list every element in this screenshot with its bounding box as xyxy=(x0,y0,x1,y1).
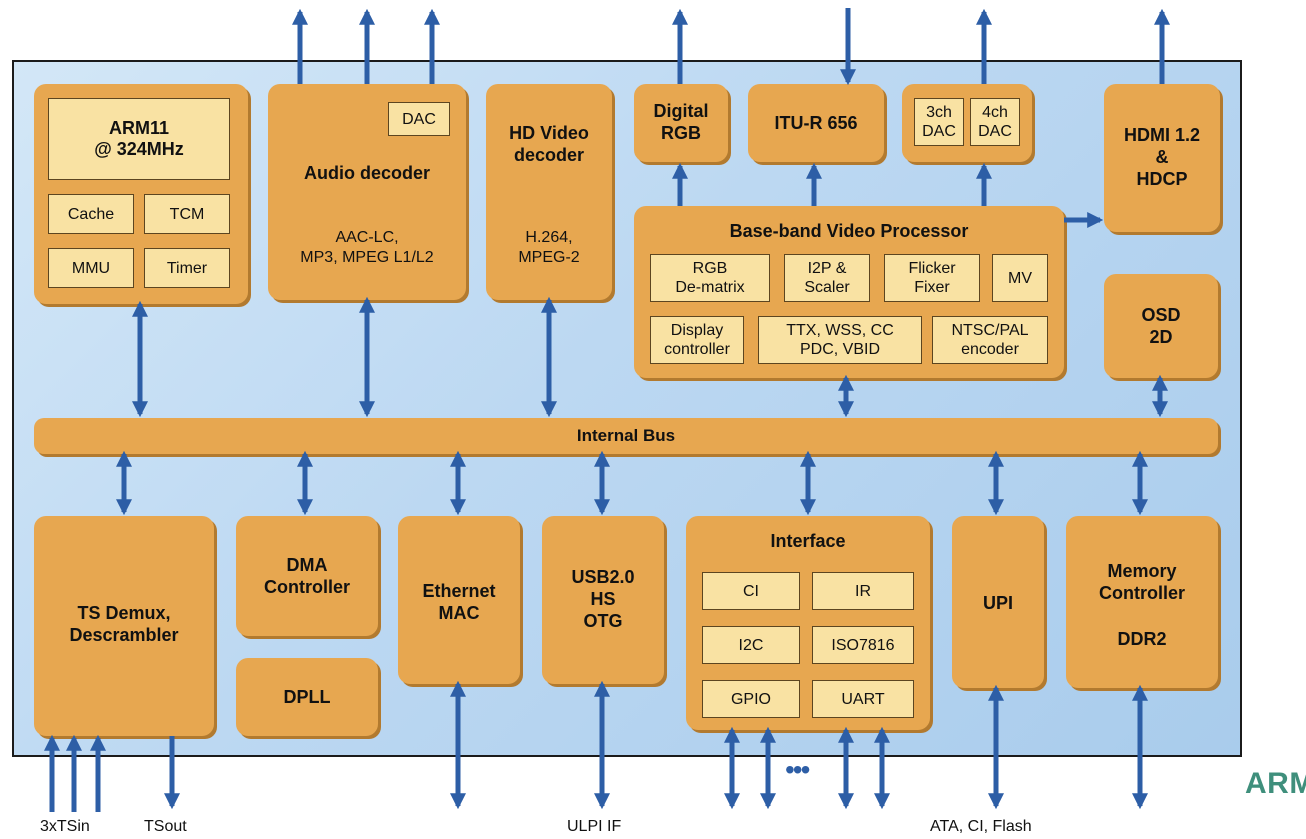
audio-codecs: AAC-LC, MP3, MPEG L1/L2 xyxy=(300,229,434,266)
usb-block: USB2.0 HS OTG xyxy=(542,516,664,684)
usb-label: USB2.0 HS OTG xyxy=(571,567,635,631)
audio-title: Audio decoder xyxy=(303,163,430,183)
cache-cell: Cache xyxy=(48,194,134,234)
video-decoder-block: HD Video decoder H.264, MPEG-2 xyxy=(486,84,612,300)
interface-title: Interface xyxy=(770,531,846,551)
dac-block: 3ch DAC 4ch DAC xyxy=(902,84,1032,162)
ata-label: ATA, CI, Flash xyxy=(930,818,1032,835)
dpll-block: DPLL xyxy=(236,658,378,736)
bvp-mv: MV xyxy=(992,254,1048,302)
hdmi-block: HDMI 1.2 & HDCP xyxy=(1104,84,1220,232)
iface-iso7816: ISO7816 xyxy=(812,626,914,664)
ethernet-label: Ethernet MAC xyxy=(422,581,496,623)
memory-controller-block: Memory Controller DDR2 xyxy=(1066,516,1218,688)
bvp-block: Base-band Video Processor RGB De-matrix … xyxy=(634,206,1064,378)
interface-block: Interface CI IR I2C ISO7816 GPIO UART xyxy=(686,516,930,730)
arm-logo: ARM xyxy=(1245,767,1306,800)
itu-block: ITU-R 656 xyxy=(748,84,884,162)
bvp-title: Base-band Video Processor xyxy=(729,221,969,241)
dpll-label: DPLL xyxy=(283,687,331,707)
cpu-title: ARM11 @ 324MHz xyxy=(48,98,230,180)
upi-block: UPI xyxy=(952,516,1044,688)
ulpi-label: ULPI IF xyxy=(567,818,622,835)
ts-demux-block: TS Demux, Descrambler xyxy=(34,516,214,736)
audio-dac-cell: DAC xyxy=(388,102,450,136)
dma-label: DMA Controller xyxy=(263,555,350,597)
digital-rgb-label: Digital RGB xyxy=(653,101,709,143)
upi-label: UPI xyxy=(982,593,1013,613)
bvp-i2p-scaler: I2P & Scaler xyxy=(784,254,870,302)
bvp-rgb-dematrix: RGB De-matrix xyxy=(650,254,770,302)
dma-block: DMA Controller xyxy=(236,516,378,636)
video-codecs: H.264, MPEG-2 xyxy=(518,229,580,266)
dac-4ch-cell: 4ch DAC xyxy=(970,98,1020,146)
tsin-label: 3xTSin xyxy=(40,818,90,835)
iface-ir: IR xyxy=(812,572,914,610)
mmu-cell: MMU xyxy=(48,248,134,288)
cpu-block: ARM11 @ 324MHz Cache TCM MMU Timer xyxy=(34,84,248,304)
osd-label: OSD 2D xyxy=(1141,305,1181,347)
dots-label: ••• xyxy=(785,754,810,785)
digital-rgb-block: Digital RGB xyxy=(634,84,728,162)
iface-uart: UART xyxy=(812,680,914,718)
iface-ci: CI xyxy=(702,572,800,610)
audio-decoder-block: DAC Audio decoder AAC-LC, MP3, MPEG L1/L… xyxy=(268,84,466,300)
timer-cell: Timer xyxy=(144,248,230,288)
bvp-display-controller: Display controller xyxy=(650,316,744,364)
internal-bus-label: Internal Bus xyxy=(576,426,676,445)
itu-label: ITU-R 656 xyxy=(774,113,858,133)
ts-demux-label: TS Demux, Descrambler xyxy=(69,603,179,645)
bvp-ttx-wss-cc: TTX, WSS, CC PDC, VBID xyxy=(758,316,922,364)
iface-i2c: I2C xyxy=(702,626,800,664)
osd-block: OSD 2D xyxy=(1104,274,1218,378)
tsout-label: TSout xyxy=(144,818,187,835)
video-title: HD Video decoder xyxy=(509,123,589,165)
memory-ddr2-label: DDR2 xyxy=(1117,629,1167,649)
memory-controller-label: Memory Controller xyxy=(1098,561,1185,603)
ethernet-block: Ethernet MAC xyxy=(398,516,520,684)
iface-gpio: GPIO xyxy=(702,680,800,718)
internal-bus: Internal Bus xyxy=(34,418,1218,454)
hdmi-label: HDMI 1.2 & HDCP xyxy=(1123,125,1201,189)
bvp-flicker-fixer: Flicker Fixer xyxy=(884,254,980,302)
tcm-cell: TCM xyxy=(144,194,230,234)
dac-3ch-cell: 3ch DAC xyxy=(914,98,964,146)
bvp-ntsc-pal-encoder: NTSC/PAL encoder xyxy=(932,316,1048,364)
